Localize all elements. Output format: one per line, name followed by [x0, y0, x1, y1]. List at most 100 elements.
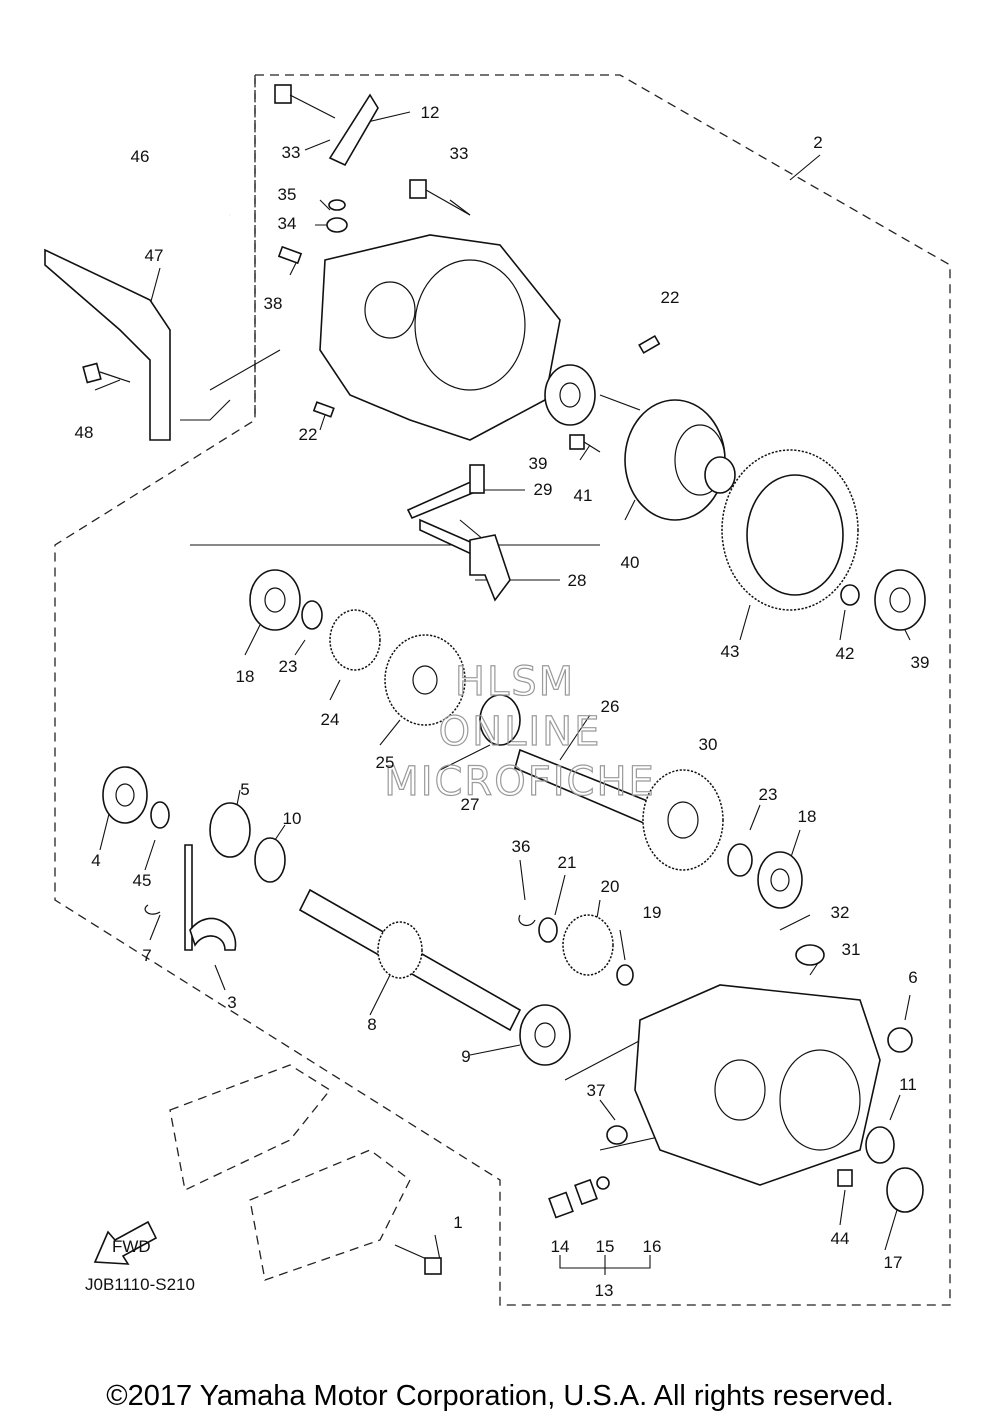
callout-46: 46: [131, 147, 150, 166]
shift-rod-29: [406, 464, 485, 520]
callout-33b: 33: [450, 144, 469, 163]
plug-32: [795, 944, 825, 966]
callout-43: 43: [721, 642, 740, 661]
seal-17: [886, 1167, 924, 1213]
crankcase-cover: [319, 234, 561, 441]
callout-20: 20: [601, 877, 620, 896]
callout-29: 29: [534, 480, 553, 499]
callout-6: 6: [908, 968, 917, 987]
gear-24: [329, 609, 381, 671]
collar-34: [326, 217, 348, 233]
callout-25: 25: [376, 753, 395, 772]
callout-37: 37: [587, 1081, 606, 1100]
washer-35: [328, 199, 346, 211]
assembly-boundary: [54, 74, 951, 1306]
callout-48: 48: [75, 423, 94, 442]
callout-12: 12: [421, 103, 440, 122]
callout-40: 40: [621, 553, 640, 572]
ring-gear-43: [721, 449, 859, 611]
hub-27: [479, 694, 521, 746]
plug-37: [606, 1125, 628, 1145]
callout-39b: 39: [911, 653, 930, 672]
gear-30: [642, 769, 724, 871]
washer-23: [301, 600, 753, 877]
nut-42: [840, 584, 860, 606]
bearing-4: [102, 766, 148, 824]
callout-30: 30: [699, 735, 718, 754]
dowel-22: [312, 334, 661, 418]
watermark-line-3: MICROFICHE: [384, 759, 656, 805]
callout-39a: 39: [529, 454, 548, 473]
hose-46: [50, 101, 234, 219]
callout-8: 8: [367, 1015, 376, 1034]
seal-5: [209, 802, 251, 858]
callout-21: 21: [558, 853, 577, 872]
bolt-33: [274, 84, 471, 216]
callout-23b: 23: [759, 785, 778, 804]
bearing-39: [544, 364, 926, 631]
callout-33a: 33: [282, 143, 301, 162]
callout-labels: 1 2 3 4 5 6 7 8 9 10 11 12 13 14 15 16 1…: [75, 103, 930, 1300]
bearing-18: [249, 569, 803, 909]
callout-38: 38: [264, 294, 283, 313]
clip-7: [144, 904, 161, 915]
bolt-48: [82, 362, 131, 384]
callout-23a: 23: [279, 657, 298, 676]
shaft-8: [298, 888, 522, 1032]
washer-45: [150, 801, 170, 829]
bearing-9: [519, 1004, 571, 1066]
callout-7: 7: [142, 946, 151, 965]
diagram-code: J0B1110-S210: [85, 1275, 195, 1294]
collar-10: [254, 837, 286, 883]
differential-40: [624, 399, 736, 521]
seal-11: [865, 1126, 895, 1164]
plate-12: [328, 93, 379, 167]
callout-15: 15: [596, 1237, 615, 1256]
callout-11: 11: [899, 1075, 917, 1094]
transmission-case: [634, 984, 881, 1186]
callout-27: 27: [461, 795, 480, 814]
bolt-41: [569, 434, 601, 453]
dowel-38: [277, 245, 303, 265]
callout-35: 35: [278, 185, 297, 204]
callout-26: 26: [601, 697, 620, 716]
callout-3: 3: [227, 993, 236, 1012]
detent-13: [548, 1176, 610, 1219]
fork-3: [184, 844, 237, 951]
fwd-arrow-icon: FWD: [93, 1220, 158, 1265]
watermark-line-1: HLSM: [455, 659, 575, 705]
washer-19: [616, 964, 634, 986]
callout-42: 42: [836, 644, 855, 663]
callout-34: 34: [278, 214, 297, 233]
callout-5: 5: [240, 780, 249, 799]
callout-1: 1: [453, 1213, 462, 1232]
callout-36: 36: [512, 837, 531, 856]
callout-24: 24: [321, 710, 340, 729]
fwd-label: FWD: [112, 1237, 151, 1256]
callout-31: 31: [842, 940, 861, 959]
callout-9: 9: [461, 1047, 470, 1066]
callout-18a: 18: [236, 667, 255, 686]
gear-25: [384, 634, 466, 726]
bracket-47: [44, 248, 171, 441]
callout-18b: 18: [798, 807, 817, 826]
circlip-36: [518, 914, 536, 927]
callout-47: 47: [145, 246, 164, 265]
callout-4: 4: [91, 851, 100, 870]
callout-41: 41: [574, 486, 593, 505]
shift-fork-28: [419, 518, 511, 602]
callout-22a: 22: [661, 288, 680, 307]
frame-outline: [169, 1064, 411, 1281]
callout-14: 14: [551, 1237, 570, 1256]
nut-6: [887, 1027, 913, 1053]
bolt-1: [394, 1244, 442, 1275]
callout-10: 10: [283, 809, 302, 828]
callout-44: 44: [831, 1229, 850, 1248]
callout-2: 2: [813, 133, 822, 152]
gear-20: [562, 914, 614, 976]
callout-28: 28: [568, 571, 587, 590]
callout-19: 19: [643, 903, 662, 922]
callout-22b: 22: [299, 425, 318, 444]
